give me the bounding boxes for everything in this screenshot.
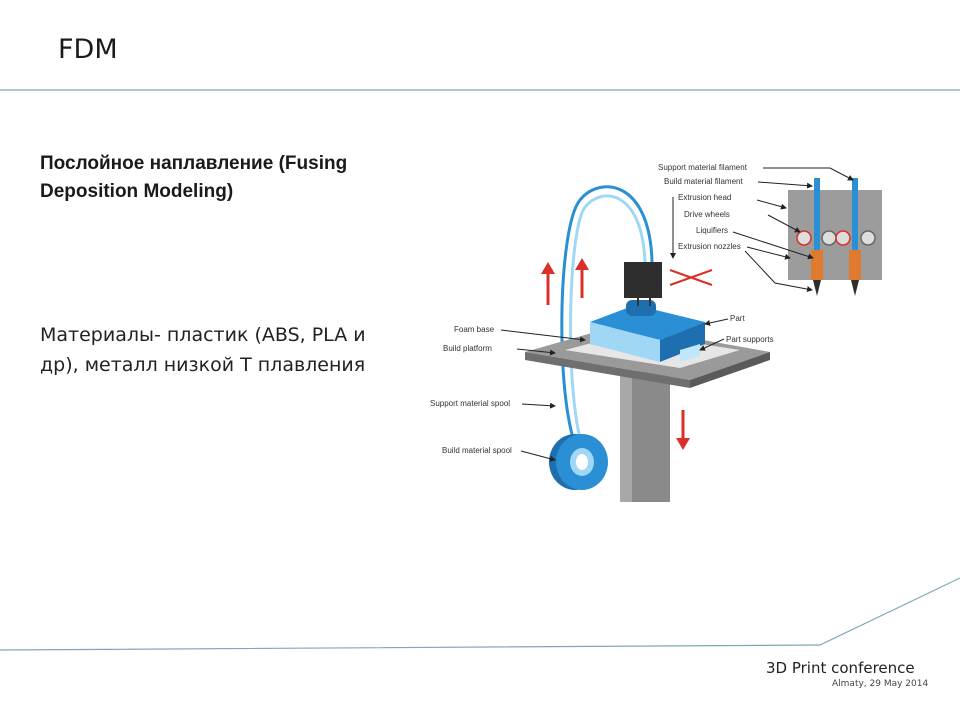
build-platform-side	[690, 352, 770, 388]
part-boss	[626, 300, 656, 316]
label-liquifiers: Liquifiers	[696, 226, 728, 235]
label-support-material-filament: Support material filament	[658, 163, 748, 172]
support-filament-tube	[560, 185, 654, 462]
footer-conference: 3D Print conference	[766, 659, 915, 677]
label-support-material-spool: Support material spool	[430, 399, 510, 408]
part-side	[660, 322, 705, 362]
slide-subtitle: Послойное наплавление (Fusing Deposition…	[40, 153, 348, 202]
platform-down-arrow	[676, 410, 690, 450]
label-build-material-filament: Build material filament	[664, 177, 743, 186]
build-filament-tube	[569, 194, 647, 462]
label-build-platform: Build platform	[443, 344, 492, 353]
label-build-material-spool: Build material spool	[442, 446, 512, 455]
label-foam-base: Foam base	[454, 325, 495, 334]
slide-title: FDM	[58, 34, 118, 65]
label-part: Part	[730, 314, 745, 323]
materials-text: Материалы- пластик (ABS, PLA и др), мета…	[40, 324, 366, 376]
footer-date: Almaty, 29 May 2014	[832, 679, 929, 689]
part-front	[590, 322, 660, 362]
build-platform-front	[525, 352, 690, 388]
label-drive-wheels: Drive wheels	[684, 210, 730, 219]
head-motion-arrows	[669, 269, 713, 286]
leader-lines	[500, 167, 854, 462]
footer-rule	[0, 577, 960, 651]
material-spools	[549, 434, 608, 490]
label-extrusion-nozzles: Extrusion nozzles	[678, 242, 741, 251]
part-supports	[680, 344, 700, 362]
label-extrusion-head: Extrusion head	[678, 193, 731, 202]
part-top	[590, 305, 705, 340]
label-part-supports: Part supports	[726, 335, 774, 344]
extrusion-head-detail	[788, 178, 882, 296]
column-highlight	[620, 372, 632, 502]
printer-extrusion-head	[624, 262, 662, 298]
platform-up-arrows	[541, 258, 589, 305]
